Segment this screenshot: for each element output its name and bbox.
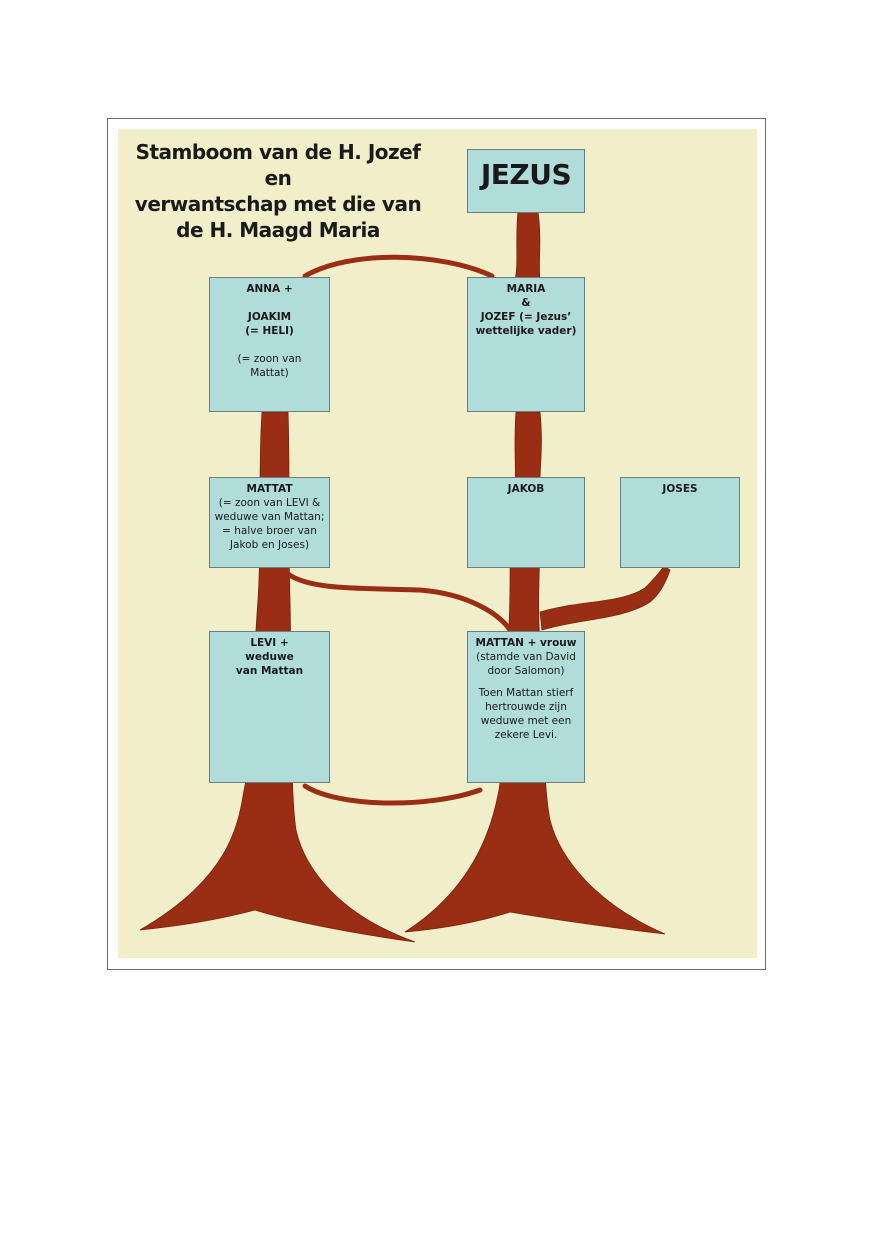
node-mattat-line-3: weduwe van Mattan;	[214, 511, 325, 523]
node-mattat-line-1: MATTAT	[246, 483, 293, 495]
node-mattan-line-5: hertrouwde zijn	[485, 701, 567, 713]
node-anna-line-2: JOAKIM	[247, 311, 292, 323]
node-maria-jozef: MARIA & JOZEF (= Jezus’ wettelijke vader…	[467, 277, 585, 412]
node-jakob-label: JAKOB	[507, 483, 545, 495]
node-mattan-line-6: weduwe met een	[480, 715, 572, 727]
branch-joses	[539, 565, 671, 631]
diagram-title: Stamboom van de H. Jozef en verwantschap…	[128, 139, 428, 243]
node-anna-line-3: (= HELI)	[245, 325, 294, 337]
node-mattat-line-4: = halve broer van	[222, 525, 317, 537]
node-mattat-line-5: Jakob en Joses)	[229, 539, 310, 551]
node-joses-label: JOSES	[662, 483, 698, 495]
node-levi-line-2: weduwe	[245, 651, 294, 663]
node-anna-line-1: ANNA +	[246, 283, 293, 295]
node-levi: LEVI + weduwe van Mattan	[209, 631, 330, 783]
node-maria-line-3: JOZEF (= Jezus’	[480, 311, 572, 323]
node-jezus: JEZUS	[467, 149, 585, 213]
node-maria-line-4: wettelijke vader)	[475, 325, 577, 337]
node-anna-joakim: ANNA + JOAKIM (= HELI) (= zoon van Matta…	[209, 277, 330, 412]
title-line-1: Stamboom van de H. Jozef en	[135, 140, 421, 190]
node-jakob: JAKOB	[467, 477, 585, 568]
node-mattat: MATTAT (= zoon van LEVI & weduwe van Mat…	[209, 477, 330, 568]
node-mattan-line-7: zekere Levi.	[494, 729, 558, 741]
node-maria-line-2: &	[521, 297, 531, 309]
node-anna-line-5: Mattat)	[250, 367, 289, 379]
node-mattat-line-2: (= zoon van LEVI &	[218, 497, 321, 509]
right-trunk	[514, 211, 541, 281]
title-line-2: verwantschap met die van	[134, 192, 422, 216]
arc-mattat-mattan	[285, 571, 513, 633]
node-mattan: MATTAN + vrouw (stamde van David door Sa…	[467, 631, 585, 783]
arc-top	[302, 254, 495, 279]
node-anna-line-4: (= zoon van	[237, 353, 302, 365]
title-line-3: de H. Maagd Maria	[176, 218, 380, 242]
node-levi-line-3: van Mattan	[235, 665, 304, 677]
node-jezus-label: JEZUS	[480, 158, 572, 191]
arc-bottom	[302, 783, 483, 806]
node-mattan-line-3: door Salomon)	[487, 665, 565, 677]
node-levi-line-1: LEVI +	[250, 637, 289, 649]
node-mattan-line-4: Toen Mattan stierf	[478, 687, 574, 699]
node-mattan-line-2: (stamde van David	[476, 651, 576, 663]
node-maria-line-1: MARIA	[506, 283, 546, 295]
node-mattan-line-1: MATTAN + vrouw	[475, 637, 577, 649]
node-joses: JOSES	[620, 477, 740, 568]
